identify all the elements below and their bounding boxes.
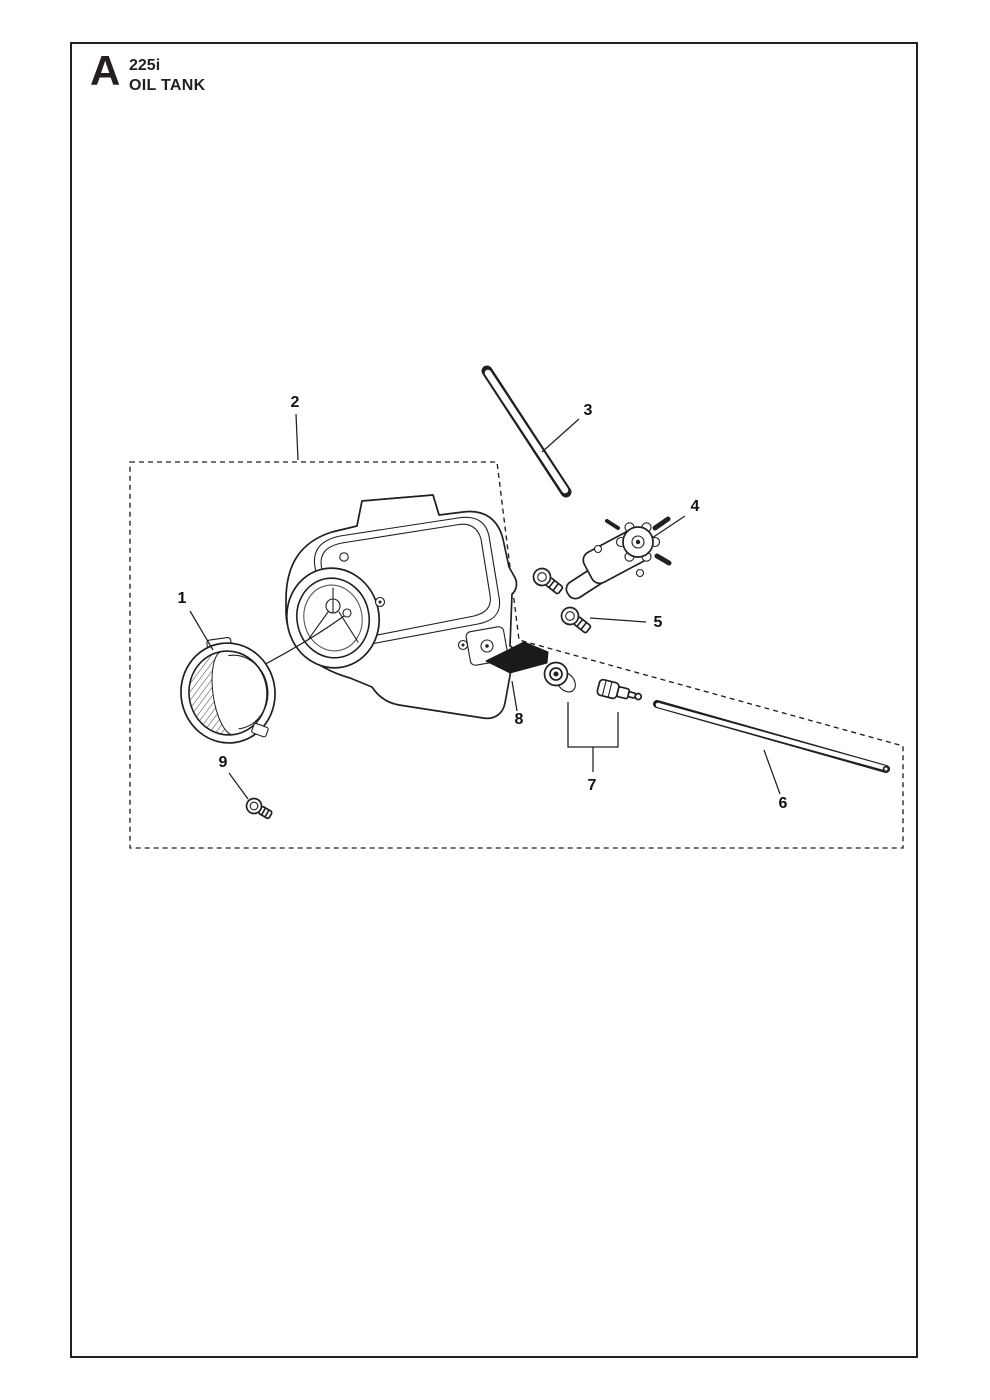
callout-5: 5 bbox=[654, 614, 663, 631]
callout-7: 7 bbox=[588, 777, 597, 794]
oil-tank-body-part bbox=[285, 494, 519, 720]
bracket-line-7 bbox=[567, 702, 619, 748]
dashed-boundary bbox=[129, 461, 904, 849]
leader-line-9 bbox=[228, 772, 249, 800]
leader-line-6 bbox=[763, 749, 781, 795]
pump-gear bbox=[615, 522, 661, 562]
screw-part-5a bbox=[532, 567, 564, 595]
model-number: 225i bbox=[129, 57, 161, 74]
callout-3: 3 bbox=[584, 402, 593, 419]
cap-retainer-cord bbox=[257, 615, 345, 669]
connector-part-7b bbox=[596, 678, 643, 701]
tube-part-6 bbox=[653, 700, 890, 773]
leader-line-4 bbox=[651, 515, 686, 539]
screw-part-5b bbox=[560, 606, 592, 634]
callout-1: 1 bbox=[178, 590, 187, 607]
wedge-part-8 bbox=[485, 641, 549, 674]
cap-grip-hatch bbox=[188, 650, 234, 736]
callout-4: 4 bbox=[691, 498, 700, 515]
leader-line-2 bbox=[295, 413, 299, 461]
callout-8: 8 bbox=[515, 711, 524, 728]
tank-filler-opening bbox=[285, 567, 381, 669]
leader-line-3 bbox=[541, 418, 580, 453]
callout-2: 2 bbox=[291, 394, 300, 411]
grommet-part-7a bbox=[543, 661, 576, 693]
leader-line-8 bbox=[511, 680, 518, 712]
callout-6: 6 bbox=[779, 795, 788, 812]
section-title: OIL TANK bbox=[129, 77, 206, 94]
leader-line-5 bbox=[589, 617, 647, 623]
oil-cap-part bbox=[180, 608, 352, 744]
hose-part-3 bbox=[481, 365, 572, 498]
callout-9: 9 bbox=[219, 754, 228, 771]
oil-pump-part bbox=[565, 516, 672, 600]
leader-line-1 bbox=[189, 610, 214, 651]
screw-part-9 bbox=[245, 797, 273, 820]
section-letter: A bbox=[90, 47, 121, 94]
